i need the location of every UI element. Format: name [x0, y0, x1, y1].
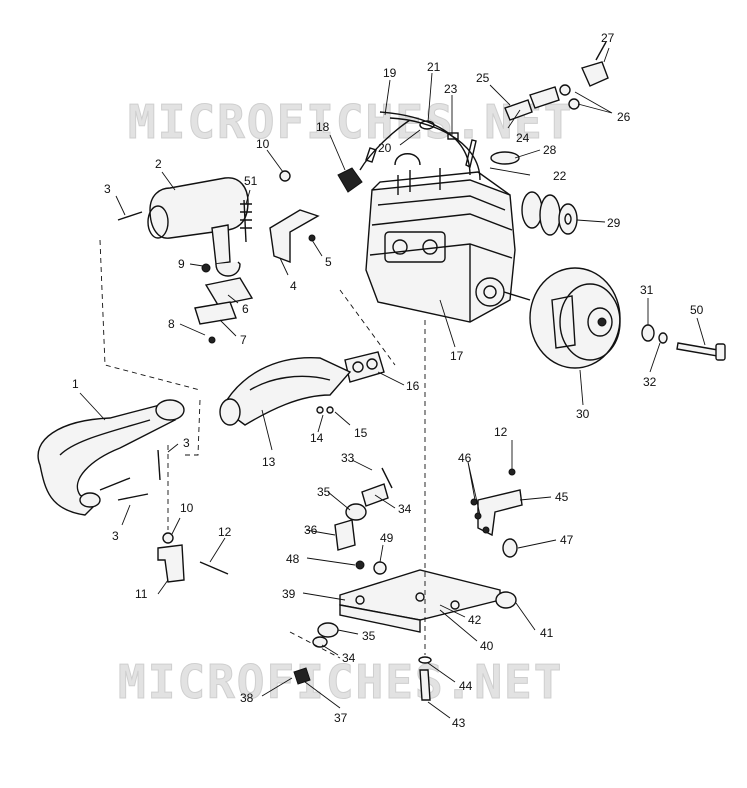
ignition-parts	[337, 119, 520, 193]
muffler	[147, 177, 249, 277]
callout-7: 7	[240, 333, 247, 347]
callout-3: 3	[112, 529, 119, 543]
exhaust-manifold	[219, 357, 352, 426]
engine-mount-plate	[339, 569, 501, 633]
callout-10: 10	[180, 501, 194, 515]
expansion-chamber	[37, 399, 185, 516]
callout-11: 11	[135, 587, 148, 601]
callout-46: 46	[458, 451, 472, 465]
callout-36: 36	[304, 523, 318, 537]
callout-12: 12	[494, 425, 508, 439]
callout-31: 31	[640, 283, 654, 297]
callout-35: 35	[362, 629, 376, 643]
callout-10: 10	[256, 137, 270, 151]
drive-clutch	[529, 267, 621, 369]
callout-16: 16	[406, 379, 420, 393]
callout-4: 4	[290, 279, 297, 293]
callout-14: 14	[310, 431, 324, 445]
callout-49: 49	[380, 531, 394, 545]
clutch-bolt-set	[641, 324, 726, 361]
callout-32: 32	[643, 375, 657, 389]
callout-22: 22	[553, 169, 567, 183]
muffler-brackets	[194, 170, 320, 344]
callout-23: 23	[444, 82, 458, 96]
callout-12: 12	[218, 525, 232, 539]
callout-17: 17	[450, 349, 464, 363]
callout-25: 25	[476, 71, 490, 85]
engine-mount-hardware	[293, 467, 517, 701]
callout-3: 3	[104, 182, 111, 196]
carburetor-linkage	[379, 41, 609, 181]
exhaust-gasket	[344, 351, 385, 383]
callout-2: 2	[155, 157, 162, 171]
callout-13: 13	[262, 455, 276, 469]
callout-18: 18	[316, 120, 330, 134]
watermark-bottom: MICROFICHES.NET	[118, 655, 563, 709]
callout-15: 15	[354, 426, 368, 440]
callout-6: 6	[242, 302, 249, 316]
callout-8: 8	[168, 317, 175, 331]
callout-19: 19	[383, 66, 397, 80]
callout-43: 43	[452, 716, 466, 730]
callout-44: 44	[459, 679, 473, 693]
callout-39: 39	[282, 587, 296, 601]
callout-51: 51	[244, 174, 258, 188]
callout-37: 37	[334, 711, 348, 725]
drive-pulley-small	[521, 191, 578, 236]
callout-28: 28	[543, 143, 557, 157]
callout-40: 40	[480, 639, 494, 653]
callout-1: 1	[72, 377, 79, 391]
callout-leaders	[79, 47, 706, 719]
callout-26: 26	[617, 110, 631, 124]
engine-block	[365, 153, 531, 323]
callout-35: 35	[317, 485, 331, 499]
side-bracket	[470, 468, 523, 558]
callout-21: 21	[427, 60, 441, 74]
callout-3: 3	[183, 436, 190, 450]
callout-45: 45	[555, 490, 569, 504]
chamber-mount	[157, 449, 229, 583]
callout-24: 24	[516, 131, 530, 145]
callout-34: 34	[398, 502, 412, 516]
callout-29: 29	[607, 216, 621, 230]
callout-27: 27	[601, 31, 615, 45]
callout-47: 47	[560, 533, 574, 547]
callout-41: 41	[540, 626, 554, 640]
callout-50: 50	[690, 303, 704, 317]
callout-9: 9	[178, 257, 185, 271]
callout-48: 48	[286, 552, 300, 566]
callout-42: 42	[468, 613, 482, 627]
assembly-guide-lines	[99, 239, 426, 659]
callout-20: 20	[378, 141, 392, 155]
callout-34: 34	[342, 651, 356, 665]
callout-5: 5	[325, 255, 332, 269]
callout-30: 30	[576, 407, 590, 421]
callout-33: 33	[341, 451, 355, 465]
callout-38: 38	[240, 691, 254, 705]
watermark-top: MICROFICHES.NET	[128, 95, 573, 149]
callout-labels: 1 2 3 3 3 4 5 6 7 8 9 10 10 11 12 12 13 …	[72, 31, 704, 730]
